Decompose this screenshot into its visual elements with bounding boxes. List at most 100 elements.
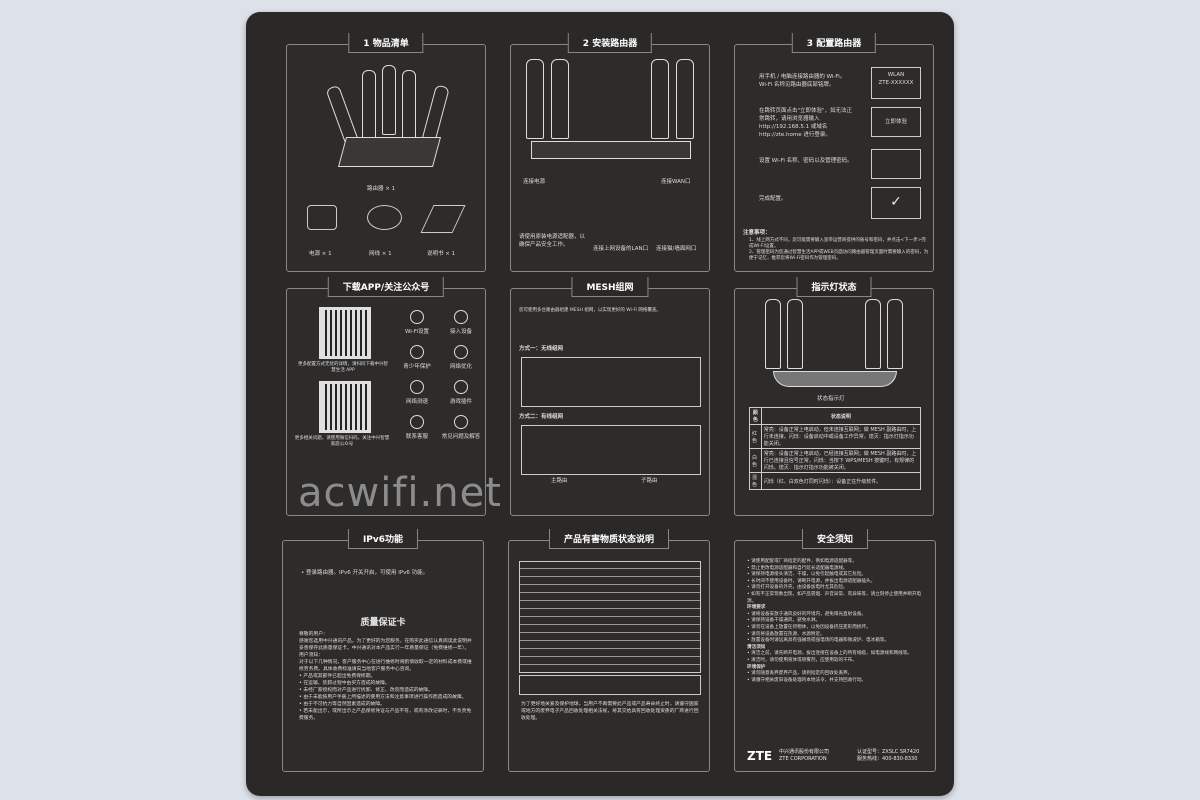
item-text: 请勿随意丢弃废弃产品，请到指定的回收处丢弃。 — [751, 671, 853, 677]
safety-item: • 请保持电源接头清洁、干燥，以免引起触电或其它危险。 — [747, 572, 867, 578]
eco-title: 环境保护 — [747, 664, 766, 670]
item-text: 产品或其部件已超出免费保修期。 — [303, 674, 376, 679]
safety-item: • 禁止更改电源适配器和自行延长适配器电源线。 — [747, 565, 848, 571]
step1-label: 连接电源 — [523, 179, 546, 185]
note-2: 2、管理密码为您通过智慧生活APP或WEB页面访问路由器管理页面时需要输入的密码… — [749, 250, 929, 261]
config-step-3: 设置 Wi-Fi 名称、密码以及管理密码。 — [759, 158, 853, 164]
item-text: 请保持设备干燥通风，避免水淋。 — [751, 618, 821, 624]
notice-title: 用户须知： — [299, 653, 323, 658]
router-illustration — [765, 299, 905, 394]
feature-label: 网络优化 — [449, 364, 472, 370]
table-header: 颜色状态说明 — [749, 407, 922, 425]
safety-item: • 请使用配套或厂商指定的配件，例如电源适配器等。 — [747, 559, 857, 564]
row-desc: 常亮：设备正常上电启动，已经连接互联网；做 MESH 副路由时，上行已连接且信号… — [760, 448, 922, 473]
panel-package-contents: 1 物品清单 路由器 × 1 电源 × 1 网线 × 1 说明书 × 1 — [286, 33, 486, 272]
watermark: acwifi.net — [298, 470, 502, 516]
item-text: 请勿在设备上放置任何物体，以免因设备挤压变形而损坏。 — [751, 624, 871, 630]
check-icon: ✓ — [871, 187, 921, 219]
power-note: 请使用原装电源适配器，以确保产品安全工作。 — [519, 234, 586, 248]
safety-item: • 请勿打开设备的外壳，由设备加电时尤其危险。 — [747, 585, 848, 591]
exclusion-item: • 未经厂家授权而对产品进行拆卸、修正、改装而造成的故障。 — [299, 688, 433, 693]
feature-grid: Wi-Fi设置 接入设备 青少年保护 网络优化 网络测速 游戏插件 联系客服 常… — [395, 309, 483, 441]
wlan-screen: WLAN ZTE-XXXXXX — [871, 67, 921, 99]
wired-mesh-diagram — [521, 425, 701, 475]
mesh-method-1: 方式一：无线组网 — [519, 346, 564, 352]
wifi-icon — [410, 310, 424, 324]
family-icon — [410, 345, 424, 359]
feature-devices: 接入设备 — [439, 309, 483, 336]
ipv6-bullet: • 登录路由器，IPv6 开关开启，可使用 IPv6 功能。 — [301, 570, 429, 576]
ssid-label: ZTE-XXXXXX — [878, 80, 914, 86]
mesh-method-2: 方式二：有线组网 — [519, 414, 564, 420]
router-illustration — [325, 65, 450, 175]
feature-label: 接入设备 — [449, 329, 472, 335]
company-en: ZTE CORPORATION — [779, 756, 827, 762]
header-desc: 状态说明 — [760, 407, 922, 425]
item-text: 请将设备安放于通风良好的环境内，避免阳光直射设备。 — [751, 611, 867, 617]
eco-item: • 请勿随意丢弃废弃产品，请到指定的回收处丢弃。 — [747, 671, 853, 677]
panel-ipv6-warranty: IPv6功能 • 登录路由器，IPv6 开关开启，可使用 IPv6 功能。 质量… — [282, 529, 484, 772]
router-back-illustration — [521, 59, 701, 169]
item-text: 禁止更改电源适配器和自行延长适配器电源线。 — [751, 565, 848, 571]
exclusion-item: • 由于未能按用户手册上所描述的使用方法和注意事项进行操作而造成的故障。 — [299, 695, 467, 700]
row-desc: 常亮：设备正常上电启动，但未连接互联网；做 MESH 副路由时，上行未连接。闪烁… — [760, 424, 922, 449]
panel-title: 2 安装路由器 — [567, 33, 653, 53]
app-qr-caption: 更多配置方式无忧的详情，请扫码下载中兴智慧生活 APP — [298, 362, 388, 373]
hazard-legend — [519, 675, 701, 695]
env-item: • 放置设备时请远离具有强磁场或强电场的电器和微波炉、电冰箱等。 — [747, 638, 889, 644]
indicator-table: 颜色状态说明 红色常亮：设备正常上电启动，但未连接互联网；做 MESH 副路由时… — [749, 407, 922, 490]
env-item: • 请保持设备干燥通风，避免水淋。 — [747, 618, 821, 624]
row-color: 混色 — [749, 472, 762, 490]
feature-label: 青少年保护 — [403, 364, 431, 370]
step2-label: 连接WAN口 — [661, 179, 691, 185]
row-color: 白色 — [749, 448, 762, 473]
feature-parental: 青少年保护 — [395, 344, 439, 371]
panel-download-app: 下载APP/关注公众号 更多配置方式无忧的详情，请扫码下载中兴智慧生活 APP … — [286, 277, 486, 516]
clean-title: 清洁须知 — [747, 644, 766, 650]
item-text: 由于未能按用户手册上所描述的使用方法和注意事项进行操作而造成的故障。 — [303, 695, 467, 700]
panel-install-router: 2 安装路由器 连接电源 连接WAN口 请使用原装电源适配器，以确保产品安全工作… — [510, 33, 710, 272]
cable-label: 网线 × 1 — [369, 251, 392, 257]
indicator-caption: 状态指示灯 — [817, 396, 845, 402]
item-text: 清洁时，请勿使用液体或喷雾剂，应使用软的干布。 — [751, 657, 857, 663]
feature-label: 网络测速 — [405, 399, 428, 405]
model-number: 认证型号：ZXSLC SR7420 — [857, 749, 920, 755]
item-text: 由于不可抗力等自然因素造成的故障。 — [303, 702, 385, 707]
panel-configure-router: 3 配置路由器 用手机 / 电脑连接路由器的 Wi-Fi。Wi-Fi 名称见路由… — [734, 33, 934, 272]
item-text: 若未能出示，或所出示之产品保修凭证与产品不符，或有涂改记录时，不负责免费服务。 — [299, 709, 472, 721]
power-adapter-illustration — [307, 205, 337, 230]
question-icon — [454, 415, 468, 429]
config-step-1: 用手机 / 电脑连接路由器的 Wi-Fi。Wi-Fi 名称见路由器底部铭牌。 — [759, 74, 846, 88]
item-text: 在运输、装卸过程中由买方造成的故障。 — [303, 681, 390, 686]
eco-item: • 请遵守相关废旧设备处理的本地法令，并支持回收行动。 — [747, 677, 867, 683]
env-item: • 请勿在设备上放置任何物体，以免因设备挤压变形而损坏。 — [747, 624, 871, 630]
item-text: 请遵守相关废旧设备处理的本地法令，并支持回收行动。 — [751, 677, 867, 683]
env-item: • 请勿将设备放置在热源、水源附近。 — [747, 631, 825, 637]
wlan-label: WLAN — [887, 72, 905, 78]
notes-title: 注意事项： — [743, 230, 771, 236]
feature-wifi: Wi-Fi设置 — [395, 309, 439, 336]
exclusion-item: • 在运输、装卸过程中由买方造成的故障。 — [299, 681, 390, 686]
feature-label: 常见问题及解答 — [441, 434, 481, 440]
env-title: 环境要求 — [747, 605, 766, 611]
manual-label: 说明书 × 1 — [427, 251, 456, 257]
panel-title: 指示灯状态 — [796, 277, 872, 297]
router-label: 路由器 × 1 — [367, 186, 396, 192]
wan-label: 连接猫/墙面网口 — [656, 246, 697, 252]
notice-text: 对于以下几种情况，客户服务中心在进行维修时将酌情收取一定的材料成本费或维修劳务费… — [299, 660, 472, 672]
table-row: 白色常亮：设备正常上电启动，已经连接互联网；做 MESH 副路由时，上行已连接且… — [749, 448, 922, 473]
feature-support: 联系客服 — [395, 414, 439, 441]
item-text: 请使用配套或厂商指定的配件，例如电源适配器等。 — [751, 559, 857, 564]
feature-label: 游戏插件 — [449, 399, 472, 405]
quick-start-sheet: 1 物品清单 路由器 × 1 电源 × 1 网线 × 1 说明书 × 1 2 安… — [246, 12, 954, 796]
ipv6-text: 登录路由器，IPv6 开关开启，可使用 IPv6 功能。 — [306, 570, 429, 576]
item-text: 清洁之前，请先断开电源，拔出连接在设备上的所有线缆，如电源线和网线等。 — [751, 651, 912, 657]
wifi-up-icon — [454, 345, 468, 359]
settings-screen — [871, 149, 921, 179]
gamepad-icon — [454, 380, 468, 394]
panel-mesh: MESH组网 您可使用多台路由器组建 MESH 组网，以实现更好的 Wi-Fi … — [510, 277, 710, 516]
recycling-note: 为了更好地关爱及保护地球，当用户不再需要此产品或产品寿命终止时，请遵守国家或地方… — [521, 702, 699, 721]
panel-hazardous-substances: 产品有害物质状态说明 为了更好地关爱及保护地球，当用户不再需要此产品或产品寿命终… — [508, 529, 710, 772]
warranty-intro: 感谢您选用中兴通讯产品，为了更好的为您服务，在购买此通信认真阅读此说明并妥善保存… — [299, 639, 472, 651]
